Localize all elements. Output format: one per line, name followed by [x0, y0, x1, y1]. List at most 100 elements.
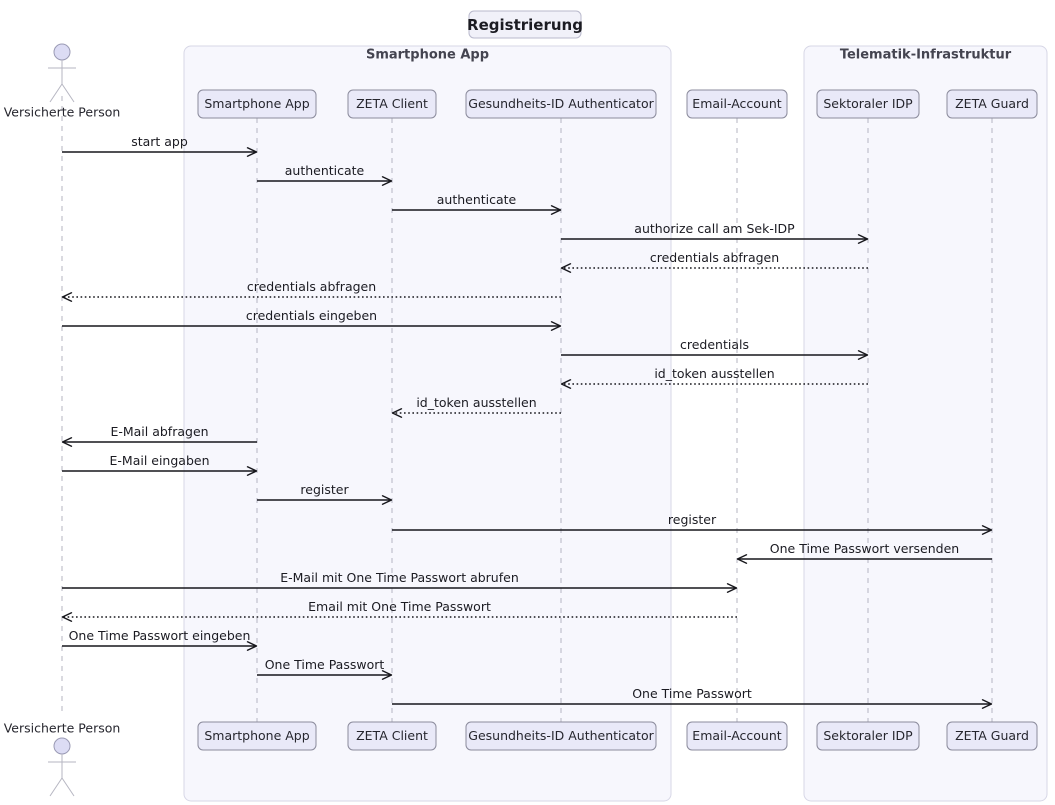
message-11-e-mail-abfragen[interactable]: E-Mail abfragen — [61, 424, 258, 447]
participant-box-rect[interactable] — [686, 721, 788, 751]
message-arrowhead — [61, 437, 73, 447]
message-label: One Time Passwort — [632, 686, 752, 701]
participant-box-rect[interactable] — [197, 721, 317, 751]
message-17-email-mit-one-time-passwort[interactable]: Email mit One Time Passwort — [61, 599, 738, 622]
message-arrowhead — [246, 641, 258, 651]
actor-leg-right — [61, 777, 75, 797]
message-label: E-Mail mit One Time Passwort abrufen — [280, 570, 519, 585]
message-5-credentials-abfragen[interactable]: credentials abfragen — [560, 250, 869, 273]
actor-leg-right — [61, 83, 75, 103]
participant-box-zeta-guard-top[interactable]: ZETA Guard — [946, 89, 1038, 119]
participant-label: Gesundheits-ID Authenticator — [468, 728, 654, 743]
message-15-one-time-passwort-versenden[interactable]: One Time Passwort versenden — [736, 541, 993, 564]
message-label: One Time Passwort — [265, 657, 385, 672]
message-arrowhead — [560, 379, 572, 389]
participant-box-sektoraler-idp-top[interactable]: Sektoraler IDP — [816, 89, 920, 119]
participant-box-email-account-bottom[interactable]: Email-Account — [686, 721, 788, 751]
participant-box-rect[interactable] — [197, 89, 317, 119]
message-label: Email mit One Time Passwort — [308, 599, 491, 614]
message-16-e-mail-mit-one-time-passwort-abrufen[interactable]: E-Mail mit One Time Passwort abrufen — [62, 570, 738, 593]
participant-label: Smartphone App — [204, 728, 309, 743]
actor-figure-bottom[interactable] — [48, 737, 76, 797]
participant-box-smartphone-app-bottom[interactable]: Smartphone App — [197, 721, 317, 751]
message-label: E-Mail abfragen — [110, 424, 208, 439]
participant-box-zeta-guard-bottom[interactable]: ZETA Guard — [946, 721, 1038, 751]
participant-label: Email-Account — [692, 728, 781, 743]
participant-box-rect[interactable] — [686, 89, 788, 119]
message-6-credentials-abfragen[interactable]: credentials abfragen — [61, 279, 562, 302]
participant-box-zeta-client-bottom[interactable]: ZETA Client — [347, 721, 437, 751]
messages-layer: start app authenticate authenticate authori… — [61, 134, 993, 709]
participant-box-rect[interactable] — [816, 721, 920, 751]
participant-box-sektoraler-idp-bottom[interactable]: Sektoraler IDP — [816, 721, 920, 751]
message-2-authenticate[interactable]: authenticate — [257, 163, 393, 186]
message-arrowhead — [381, 176, 393, 186]
group-box-label: Telematik-Infrastruktur — [840, 48, 1012, 63]
diagram-title-label: Registrierung — [467, 16, 583, 34]
participant-box-rect[interactable] — [816, 89, 920, 119]
message-3-authenticate[interactable]: authenticate — [392, 192, 562, 215]
message-arrowhead — [381, 495, 393, 505]
diagram-title-layer: Registrierung — [467, 10, 583, 39]
message-19-one-time-passwort[interactable]: One Time Passwort — [257, 657, 393, 680]
group-box-smartphone-app: Smartphone App — [183, 45, 672, 802]
message-13-register[interactable]: register — [257, 482, 393, 505]
lifelines-layer — [256, 118, 993, 722]
group-box-rect — [803, 45, 1048, 802]
message-arrowhead — [560, 263, 572, 273]
message-label: authorize call am Sek-IDP — [634, 221, 795, 236]
message-arrowhead — [981, 525, 993, 535]
message-label: register — [668, 512, 717, 527]
message-arrowhead — [246, 147, 258, 157]
message-label: credentials eingeben — [246, 308, 377, 323]
participant-label: Sektoraler IDP — [823, 728, 913, 743]
message-12-e-mail-eingaben[interactable]: E-Mail eingaben — [62, 453, 258, 476]
message-label: credentials — [680, 337, 749, 352]
participant-box-gesundheits-id-authenticator-bottom[interactable]: Gesundheits-ID Authenticator — [465, 721, 657, 751]
diagram-title-box — [468, 10, 582, 39]
message-18-one-time-passwort-eingeben[interactable]: One Time Passwort eingeben — [62, 628, 258, 651]
message-arrowhead — [550, 205, 562, 215]
actor-figure-top[interactable] — [48, 43, 76, 103]
message-4-authorize-call-am-sek-idp[interactable]: authorize call am Sek-IDP — [561, 221, 869, 244]
message-10-id-token-ausstellen[interactable]: id_token ausstellen — [391, 395, 562, 418]
actor-leg-left — [49, 83, 63, 103]
participant-box-zeta-client-top[interactable]: ZETA Client — [347, 89, 437, 119]
participant-label: ZETA Guard — [955, 728, 1029, 743]
group-boxes-layer: Smartphone App Telematik-Infrastruktur — [183, 45, 1048, 802]
message-arrowhead — [61, 612, 73, 622]
message-20-one-time-passwort[interactable]: One Time Passwort — [392, 686, 993, 709]
participant-label: ZETA Client — [356, 96, 428, 111]
message-arrowhead — [857, 350, 869, 360]
message-14-register[interactable]: register — [392, 512, 993, 535]
participant-label: Gesundheits-ID Authenticator — [468, 96, 654, 111]
message-label: id_token ausstellen — [654, 366, 774, 381]
participant-box-rect[interactable] — [946, 721, 1038, 751]
participant-box-rect[interactable] — [465, 721, 657, 751]
group-box-telematik-infrastruktur: Telematik-Infrastruktur — [803, 45, 1048, 802]
participant-box-gesundheits-id-authenticator-top[interactable]: Gesundheits-ID Authenticator — [465, 89, 657, 119]
participant-box-rect[interactable] — [347, 89, 437, 119]
participant-label: Smartphone App — [204, 96, 309, 111]
message-arrowhead — [61, 292, 73, 302]
participant-box-email-account-top[interactable]: Email-Account — [686, 89, 788, 119]
participant-box-rect[interactable] — [347, 721, 437, 751]
message-label: id_token ausstellen — [416, 395, 536, 410]
group-box-rect — [183, 45, 672, 802]
message-label: credentials abfragen — [247, 279, 376, 294]
message-7-credentials-eingeben[interactable]: credentials eingeben — [62, 308, 562, 331]
message-arrowhead — [726, 583, 738, 593]
message-label: E-Mail eingaben — [110, 453, 210, 468]
message-arrowhead — [391, 408, 403, 418]
message-9-id-token-ausstellen[interactable]: id_token ausstellen — [560, 366, 869, 389]
participant-box-smartphone-app-top[interactable]: Smartphone App — [197, 89, 317, 119]
participant-box-rect[interactable] — [946, 89, 1038, 119]
message-8-credentials[interactable]: credentials — [561, 337, 869, 360]
actor-head-icon — [53, 737, 71, 755]
message-arrowhead — [246, 466, 258, 476]
participant-box-rect[interactable] — [465, 89, 657, 119]
message-arrowhead — [857, 234, 869, 244]
message-1-start-app[interactable]: start app — [62, 134, 258, 157]
